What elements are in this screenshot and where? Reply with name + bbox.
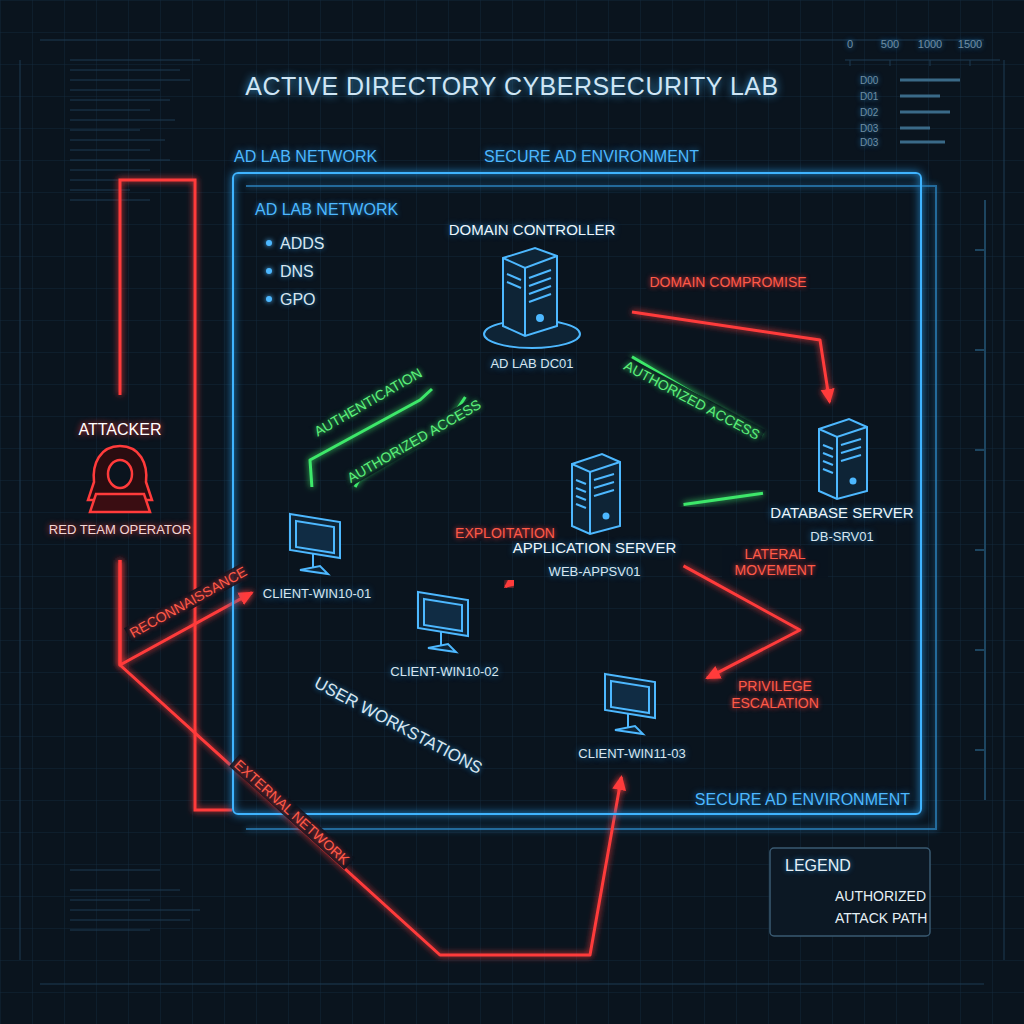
text-label: PRIVILEGE ESCALATION	[725, 678, 825, 712]
attacker-node: ATTACKER RED TEAM OPERATOR	[42, 400, 199, 560]
workstation-icon	[595, 668, 669, 742]
attack-path	[506, 582, 513, 587]
text-label: LEGEND	[785, 856, 851, 875]
hacker-icon	[78, 442, 162, 518]
frame-lines	[20, 40, 1004, 984]
text-label: USER WORKSTATIONS	[311, 673, 486, 779]
node-title: APPLICATION SERVER	[513, 539, 677, 557]
bullet-dot	[266, 296, 272, 302]
region-label: AD LAB NETWORK	[234, 148, 377, 166]
text-label: D00	[860, 74, 878, 87]
bullet-item: ADDS	[280, 234, 324, 253]
server-icon	[564, 450, 626, 536]
workstation-box: CLIENT-WIN10-02	[377, 572, 512, 697]
edge-label: EXTERNAL NETWORK	[229, 754, 355, 870]
bullet-item: GPO	[280, 290, 316, 309]
text-label: D01	[860, 90, 878, 103]
edge-label: RECONNAISSANCE	[124, 562, 252, 643]
node-subtitle: DB-SRV01	[810, 528, 873, 546]
text-label: AD LAB NETWORK	[255, 200, 398, 219]
server-box: DATABASE SERVER DB-SRV01	[763, 402, 921, 562]
node-subtitle: WEB-APPSV01	[549, 563, 641, 581]
node-title: DOMAIN CONTROLLER	[449, 221, 616, 239]
diagram-title: ACTIVE DIRECTORY CYBERSECURITY LAB	[245, 72, 778, 101]
region-label: SECURE AD ENVIRONMENT	[695, 791, 910, 809]
bullet-item: DNS	[280, 262, 314, 281]
edge-label: LATERAL MOVEMENT	[722, 546, 828, 578]
text-label: 500	[881, 37, 899, 51]
server-box: APPLICATION SERVER WEB-APPSV01	[506, 442, 684, 592]
text-label: 1500	[958, 37, 982, 51]
domain-controller: DOMAIN CONTROLLER AD LAB DC01	[432, 197, 632, 397]
workstation-box: CLIENT-WIN11-03	[557, 657, 707, 777]
node-title: CLIENT-WIN10-01	[263, 585, 371, 603]
text-label: 0	[847, 37, 853, 51]
edge-label: EXPLOITATION	[452, 525, 558, 541]
edge-label: AUTHENTICATION	[309, 363, 428, 441]
bullet-dot	[266, 268, 272, 274]
node-subtitle: RED TEAM OPERATOR	[49, 521, 191, 539]
attack-path	[120, 560, 621, 955]
node-title: DATABASE SERVER	[770, 504, 913, 522]
text-label: D02	[860, 106, 878, 119]
workstation-box: CLIENT-WIN10-01	[252, 487, 382, 627]
region-label: SECURE AD ENVIRONMENT	[484, 148, 699, 166]
workstation-icon	[408, 586, 482, 660]
edge-label: AUTHORIZED ACCESS	[619, 356, 766, 444]
node-title: ATTACKER	[79, 421, 162, 439]
node-title: CLIENT-WIN11-03	[578, 745, 685, 763]
network-region: AD LAB NETWORKSECURE AD ENVIRONMENTSECUR…	[232, 172, 922, 815]
text-label: 1000	[918, 37, 942, 51]
node-subtitle: AD LAB DC01	[490, 355, 573, 373]
legend-line-sample	[785, 917, 825, 920]
text-label: D03	[860, 122, 878, 135]
domain-controller-icon	[477, 242, 587, 352]
attack-path	[684, 566, 801, 678]
node-title: CLIENT-WIN10-02	[390, 663, 498, 681]
authorized-link	[684, 493, 764, 504]
server-icon	[811, 415, 873, 501]
legend-line-sample	[785, 895, 825, 898]
side-ruler	[975, 200, 985, 800]
status-bars	[900, 80, 960, 142]
workstation-icon	[280, 508, 354, 582]
bullet-dot	[266, 240, 272, 246]
text-label: D03	[860, 136, 878, 149]
edge-label: DOMAIN COMPROMISE	[646, 274, 809, 290]
legend-box	[770, 848, 930, 936]
legend-text: AUTHORIZED	[835, 888, 926, 904]
region-back-plate	[246, 186, 936, 829]
legend-text: ATTACK PATH	[835, 910, 927, 926]
